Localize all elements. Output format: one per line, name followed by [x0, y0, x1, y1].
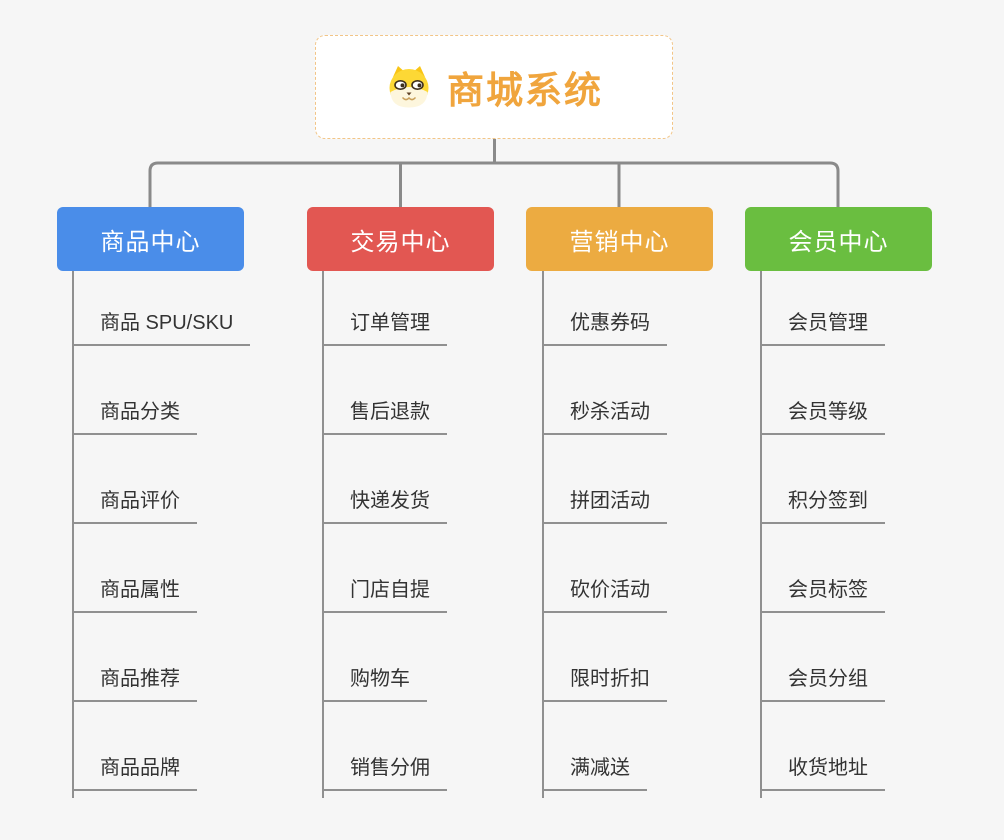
leaf-node[interactable]: 积分签到	[760, 489, 885, 524]
leaf-node[interactable]: 商品推荐	[72, 667, 197, 702]
branch-trunk-line	[322, 271, 324, 798]
leaf-node[interactable]: 售后退款	[322, 400, 447, 435]
leaf-node[interactable]: 优惠券码	[542, 311, 667, 346]
leaf-node[interactable]: 订单管理	[322, 311, 447, 346]
branch-node-label: 会员中心	[788, 228, 889, 256]
root-node-mall-system[interactable]: 商城系统	[315, 35, 673, 139]
branch-node-product-center[interactable]: 商品中心	[57, 207, 244, 271]
leaf-node[interactable]: 拼团活动	[542, 489, 667, 524]
root-node-label: 商城系统	[447, 70, 603, 111]
branch-trunk-line	[72, 271, 74, 798]
shiba-dog-icon	[385, 65, 433, 109]
leaf-node[interactable]: 商品 SPU/SKU	[72, 311, 251, 346]
branch-node-label: 交易中心	[350, 228, 451, 256]
leaf-node[interactable]: 满减送	[542, 756, 647, 791]
leaf-node[interactable]: 会员标签	[760, 578, 885, 613]
leaf-node[interactable]: 会员等级	[760, 400, 885, 435]
leaf-node[interactable]: 砍价活动	[542, 578, 667, 613]
leaf-node[interactable]: 商品属性	[72, 578, 197, 613]
branch-trunk-line	[760, 271, 762, 798]
leaf-node[interactable]: 收货地址	[760, 756, 885, 791]
branch-node-trade-center[interactable]: 交易中心	[307, 207, 494, 271]
leaf-node[interactable]: 会员管理	[760, 311, 885, 346]
leaf-node[interactable]: 门店自提	[322, 578, 447, 613]
branch-node-member-center[interactable]: 会员中心	[745, 207, 932, 271]
leaf-node[interactable]: 商品评价	[72, 489, 197, 524]
leaf-node[interactable]: 商品品牌	[72, 756, 197, 791]
branch-trunk-line	[542, 271, 544, 798]
leaf-node[interactable]: 商品分类	[72, 400, 197, 435]
leaf-node[interactable]: 秒杀活动	[542, 400, 667, 435]
branch-node-label: 营销中心	[569, 228, 670, 256]
leaf-node[interactable]: 购物车	[322, 667, 427, 702]
leaf-node[interactable]: 限时折扣	[542, 667, 667, 702]
leaf-node[interactable]: 会员分组	[760, 667, 885, 702]
branch-node-label: 商品中心	[100, 228, 201, 256]
leaf-node[interactable]: 快递发货	[322, 489, 447, 524]
branch-node-marketing-center[interactable]: 营销中心	[526, 207, 713, 271]
leaf-node[interactable]: 销售分佣	[322, 756, 447, 791]
